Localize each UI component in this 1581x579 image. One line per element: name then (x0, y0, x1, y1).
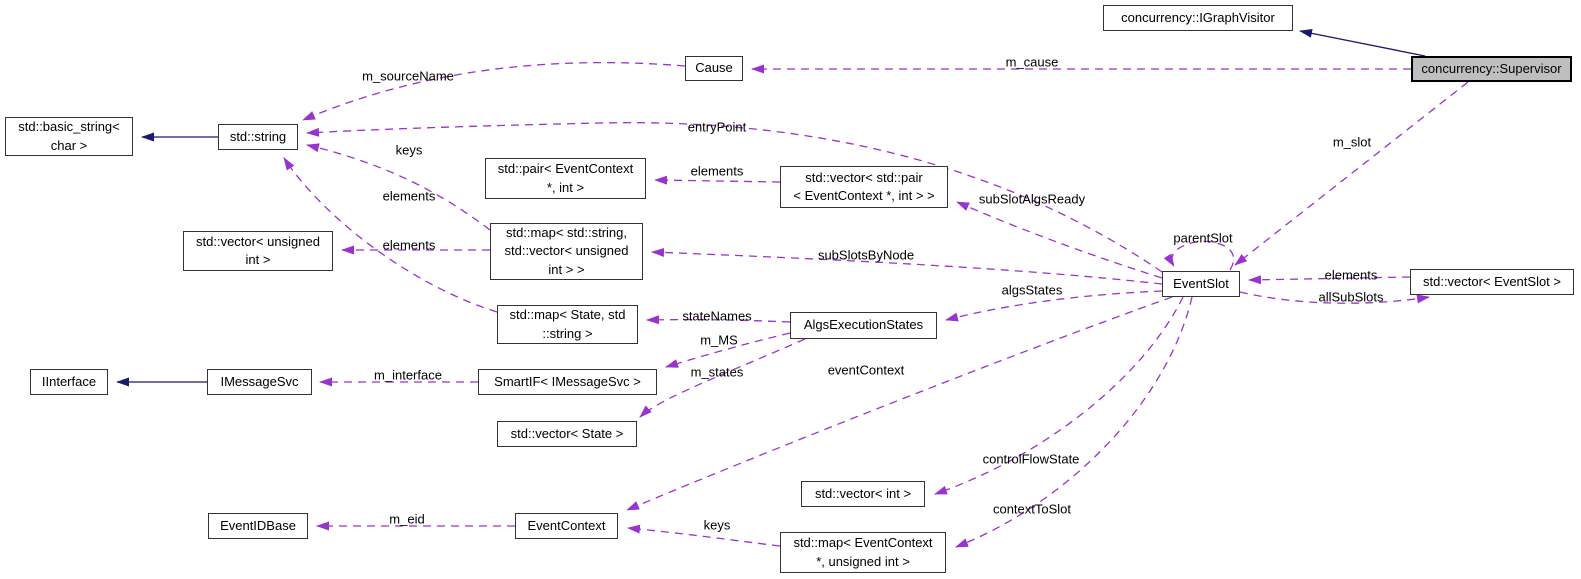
node-vector-pair[interactable]: std::vector< std::pair < EventContext *,… (780, 166, 948, 208)
edge-elements-mapstate-string (283, 157, 498, 313)
edge-parentslot-selfloop (1163, 240, 1235, 271)
node-vector-eventslot[interactable]: std::vector< EventSlot > (1410, 269, 1574, 295)
node-vector-state[interactable]: std::vector< State > (497, 421, 637, 447)
node-string[interactable]: std::string (218, 124, 298, 150)
node-igraphvisitor[interactable]: concurrency::IGraphVisitor (1103, 5, 1293, 31)
edge-supervisor-inherits-igraphvisitor (1299, 28, 1426, 57)
node-imessagesvc[interactable]: IMessageSvc (207, 369, 312, 395)
edge-subslotalgsready (956, 201, 1163, 279)
edge-controlflowstate (934, 296, 1184, 495)
edge-label-m-cause: m_cause (1005, 54, 1059, 70)
edge-label-m-ms: m_MS (700, 332, 738, 348)
node-map-ec-uint[interactable]: std::map< EventContext *, unsigned int > (780, 532, 946, 573)
node-iinterface[interactable]: IInterface (30, 369, 108, 395)
edge-statenames (646, 315, 791, 325)
node-pair-eventcontext[interactable]: std::pair< EventContext *, int > (485, 158, 646, 199)
edge-label-m-sourcename: m_sourceName (362, 68, 454, 84)
node-basic-string[interactable]: std::basic_string< char > (5, 117, 133, 156)
node-eventslot[interactable]: EventSlot (1162, 271, 1240, 297)
node-supervisor[interactable]: concurrency::Supervisor (1411, 56, 1572, 82)
edge-allsubslots (1239, 291, 1430, 304)
edge-label-m-interface: m_interface (374, 367, 442, 383)
node-eventidbase[interactable]: EventIDBase (208, 513, 308, 539)
edge-keys-top (306, 143, 491, 231)
edge-label-elements-to-eventslot: elements (1324, 267, 1378, 283)
node-algsexecutionstates[interactable]: AlgsExecutionStates (790, 312, 937, 339)
edge-label-keys-bottom: keys (703, 517, 731, 533)
edge-label-elements-to-pair: elements (690, 163, 744, 179)
edge-label-elements-to-string: elements (382, 188, 436, 204)
edge-contexttoslot (955, 296, 1193, 548)
edge-label-parentslot: parentSlot (1173, 230, 1233, 246)
node-vector-int[interactable]: std::vector< int > (801, 481, 925, 507)
edge-m-states (639, 338, 806, 418)
edge-label-entrypoint: entryPoint (687, 119, 747, 135)
edge-label-elements-to-vec-unsigned: elements (382, 237, 436, 253)
node-eventcontext[interactable]: EventContext (515, 513, 618, 539)
edge-m-slot (1234, 81, 1469, 266)
edge-label-m-slot: m_slot (1332, 134, 1372, 150)
edge-label-controlflowstate: controlFlowState (982, 451, 1080, 467)
edge-label-subslotalgsready: subSlotAlgsReady (978, 191, 1086, 207)
edge-label-m-states: m_states (690, 364, 744, 380)
node-vector-unsigned[interactable]: std::vector< unsigned int > (183, 231, 333, 271)
edge-label-eventcontext: eventContext (827, 362, 905, 378)
edge-eventcontext (626, 296, 1173, 511)
edge-label-contexttoslot: contextToSlot (992, 501, 1072, 517)
edge-subslotsbynode (651, 247, 1163, 285)
edge-m-ms (665, 332, 791, 368)
edge-label-allsubslots: allSubSlots (1318, 289, 1384, 305)
edge-label-subslotsbynode: subSlotsByNode (817, 247, 915, 263)
node-cause[interactable]: Cause (685, 56, 743, 81)
edge-label-m-eid: m_eid (389, 511, 425, 527)
node-map-string-vector[interactable]: std::map< std::string, std::vector< unsi… (490, 223, 643, 280)
node-map-state-string[interactable]: std::map< State, std ::string > (497, 305, 638, 344)
edge-label-keys-top: keys (395, 142, 423, 158)
edge-elements-pair (654, 175, 781, 185)
edge-m-sourcename (302, 61, 686, 121)
edge-keys-bottom (627, 524, 781, 547)
node-smartif[interactable]: SmartIF< IMessageSvc > (478, 369, 657, 395)
edge-label-algsstates: algsStates (1001, 282, 1063, 298)
edge-label-statenames: stateNames (682, 308, 752, 324)
